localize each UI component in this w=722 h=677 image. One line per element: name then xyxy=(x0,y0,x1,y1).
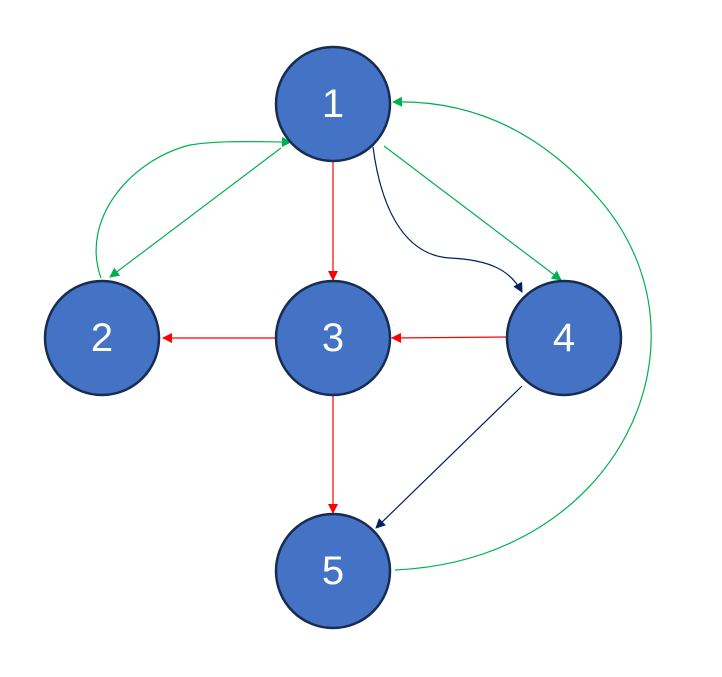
node-3[interactable]: 3 xyxy=(274,279,392,397)
node-1-label: 1 xyxy=(322,82,344,126)
edge-4-to-3 xyxy=(391,332,508,343)
node-2-label: 2 xyxy=(91,316,113,360)
node-5-label: 5 xyxy=(322,549,344,593)
node-5[interactable]: 5 xyxy=(274,512,392,630)
node-2[interactable]: 2 xyxy=(43,279,161,397)
edge-1-to-4-navy xyxy=(372,146,523,293)
edges xyxy=(95,96,652,571)
edge-2-to-1 xyxy=(95,136,292,279)
node-1[interactable]: 1 xyxy=(274,45,392,163)
edge-1-to-4-green xyxy=(383,145,562,281)
nodes: 1 2 3 4 5 xyxy=(43,45,623,630)
edge-4-to-5 xyxy=(375,385,523,529)
node-3-label: 3 xyxy=(322,316,344,360)
node-4[interactable]: 4 xyxy=(505,279,623,397)
node-4-label: 4 xyxy=(553,316,575,360)
edge-1-to-2 xyxy=(109,147,282,278)
edge-5-to-1 xyxy=(392,96,652,571)
